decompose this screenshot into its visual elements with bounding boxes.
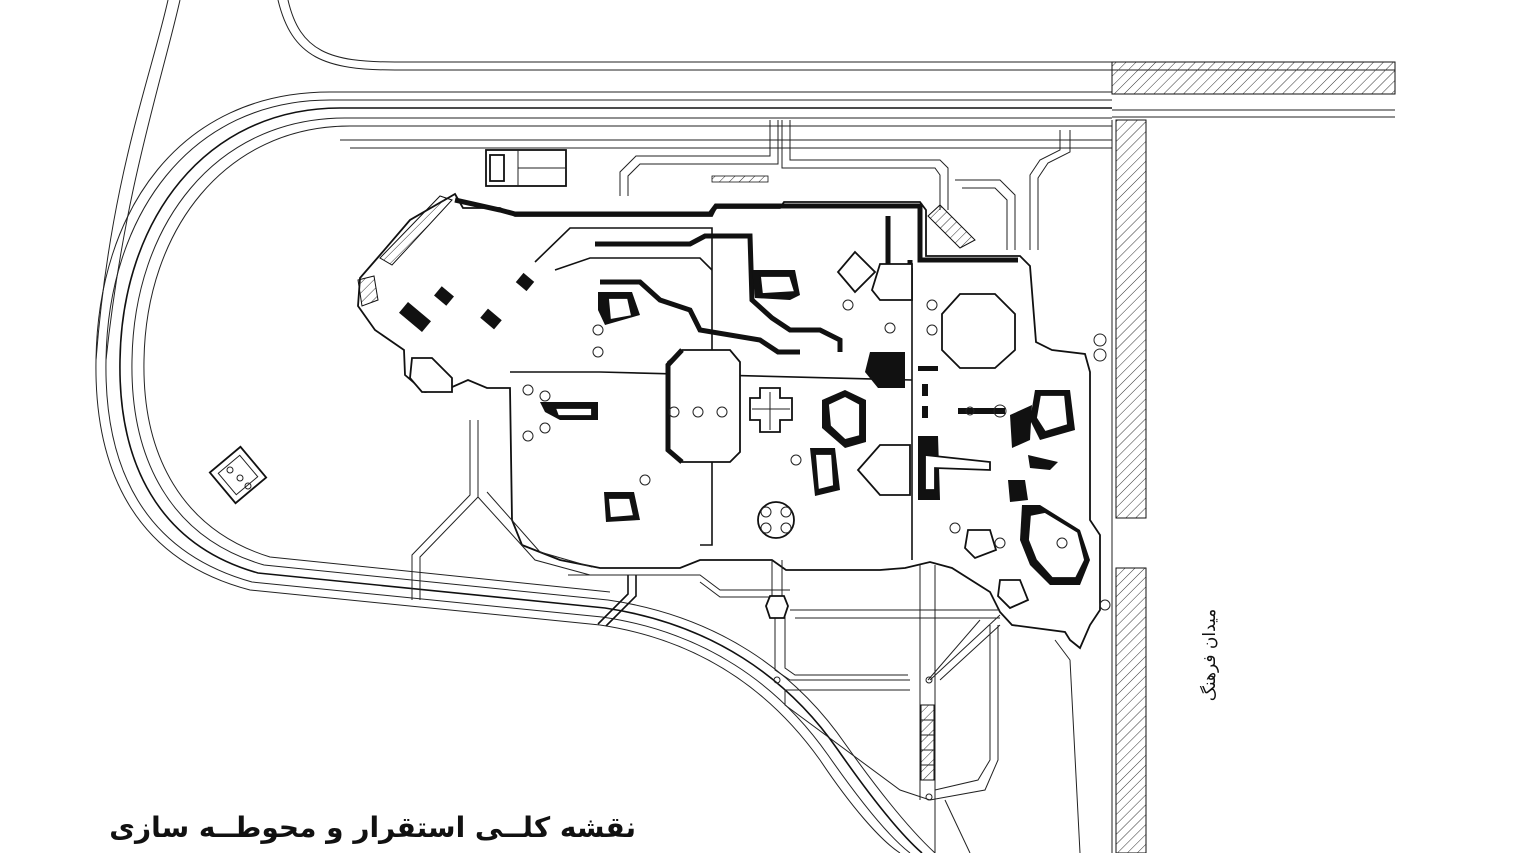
plan-title: نقشه کلــی استقرار و محوطــه سازی (109, 811, 636, 844)
ring-road (95, 0, 1395, 853)
street-label: میدان فرهنگ (1200, 608, 1220, 702)
lawn-pavilion (208, 445, 268, 505)
landscape-paths (411, 420, 1081, 853)
top-paths (619, 120, 1071, 250)
hatched-street-right (1111, 119, 1147, 853)
interior-courts (399, 250, 1111, 611)
service-block (485, 149, 567, 187)
hatched-street-top (1111, 61, 1396, 118)
